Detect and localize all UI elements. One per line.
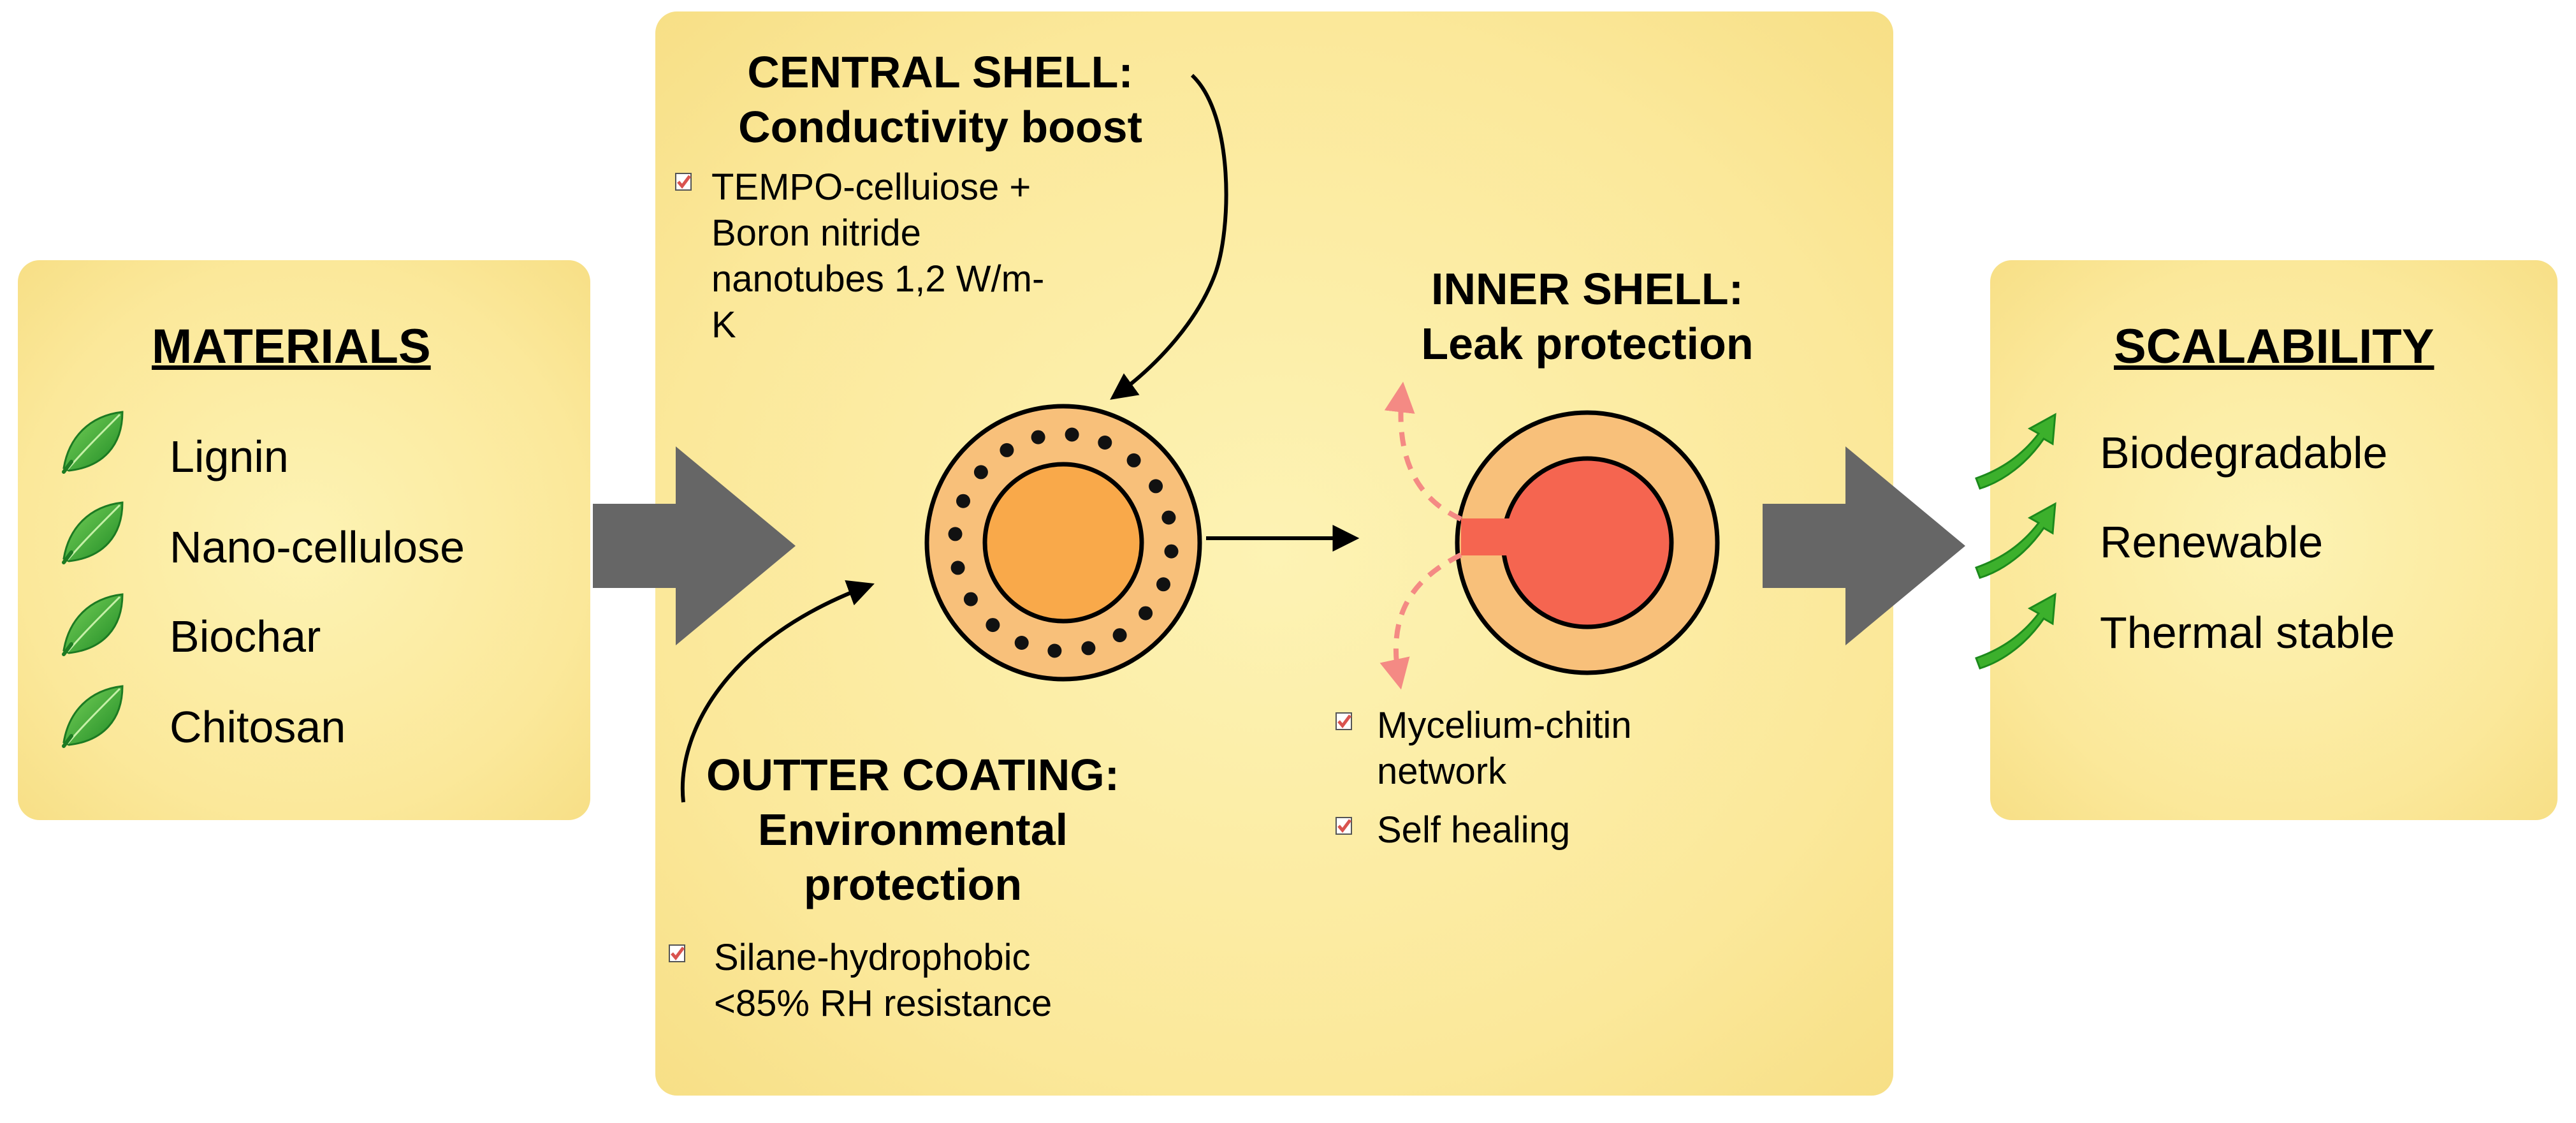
outer-coating-bullet: Silane-hydrophobic <85% RH resistance xyxy=(714,937,1052,1024)
leaf-icon xyxy=(64,503,122,562)
material-item: Lignin xyxy=(170,432,289,481)
materials-panel xyxy=(18,260,590,820)
green-arrow-icon xyxy=(1975,503,2056,579)
inner-shell-bullet: Mycelium-chitin network xyxy=(1377,705,1632,792)
scalability-item: Biodegradable xyxy=(2100,428,2388,478)
leak-arrow-icon xyxy=(1379,552,1462,690)
nanotube-dot xyxy=(1126,453,1141,467)
nanotube-dot xyxy=(986,618,1000,633)
green-arrow-icon xyxy=(1975,413,2056,490)
callout-arrow-icon xyxy=(680,580,875,803)
nanotube-dot xyxy=(1014,636,1029,650)
central-shell-bullet: TEMPO-celluiose + Boron nitride nanotube… xyxy=(711,166,1045,346)
leaf-icon xyxy=(64,594,122,654)
scalability-item: Renewable xyxy=(2100,517,2324,567)
capsule-inner-shell xyxy=(1455,410,1720,675)
outer-coating-title: OUTTER COATING: Environmental protection xyxy=(706,750,1120,909)
nanotube-dot xyxy=(1139,606,1153,620)
leaf-icon xyxy=(64,686,122,746)
scalability-heading: SCALABILITY xyxy=(2114,319,2434,374)
scalability-item: Thermal stable xyxy=(2100,608,2395,657)
scalability-panel xyxy=(1990,260,2558,820)
checkbox-icon xyxy=(669,945,685,962)
nanotube-dot xyxy=(1047,643,1062,658)
nanotube-dot xyxy=(1149,479,1163,494)
nanotube-dot xyxy=(948,527,963,541)
inner-shell-title: INNER SHELL: Leak protection xyxy=(1421,264,1754,369)
green-arrow-icon xyxy=(1975,593,2056,670)
material-item: Chitosan xyxy=(170,702,346,752)
material-item: Nano-cellulose xyxy=(170,522,465,572)
nanotube-dot xyxy=(1081,641,1096,656)
materials-heading: MATERIALS xyxy=(152,319,431,374)
nanotube-dot xyxy=(1031,430,1045,444)
nanotube-dot xyxy=(963,592,978,606)
checkbox-icon xyxy=(1336,818,1351,834)
leaf-icon xyxy=(64,412,122,472)
capsule-outer-coating xyxy=(924,404,1202,682)
material-item: Biochar xyxy=(170,612,321,661)
leak-arrow-icon xyxy=(1384,381,1462,522)
nanotube-dot xyxy=(1156,577,1170,592)
nanotube-dot xyxy=(1098,436,1112,450)
nanotube-dot xyxy=(1112,628,1127,643)
conductive-nanotube-dots xyxy=(948,427,1179,658)
nanotube-dot xyxy=(1065,427,1079,442)
nanotube-dot xyxy=(973,465,988,480)
checkbox-icon xyxy=(1336,713,1351,730)
arrow-right-icon xyxy=(593,446,796,645)
inner-shell-bullet: Self healing xyxy=(1377,809,1571,851)
callout-arrow-icon xyxy=(1110,73,1228,400)
checkbox-icon xyxy=(676,173,691,190)
nanotube-dot xyxy=(950,561,965,575)
arrow-right-icon xyxy=(1763,446,1965,645)
nanotube-dot xyxy=(1161,510,1176,525)
nanotube-dot xyxy=(1164,544,1179,559)
nanotube-dot xyxy=(956,494,970,508)
central-shell-title: CENTRAL SHELL: Conductivity boost xyxy=(738,47,1142,152)
nanotube-dot xyxy=(1000,443,1014,457)
